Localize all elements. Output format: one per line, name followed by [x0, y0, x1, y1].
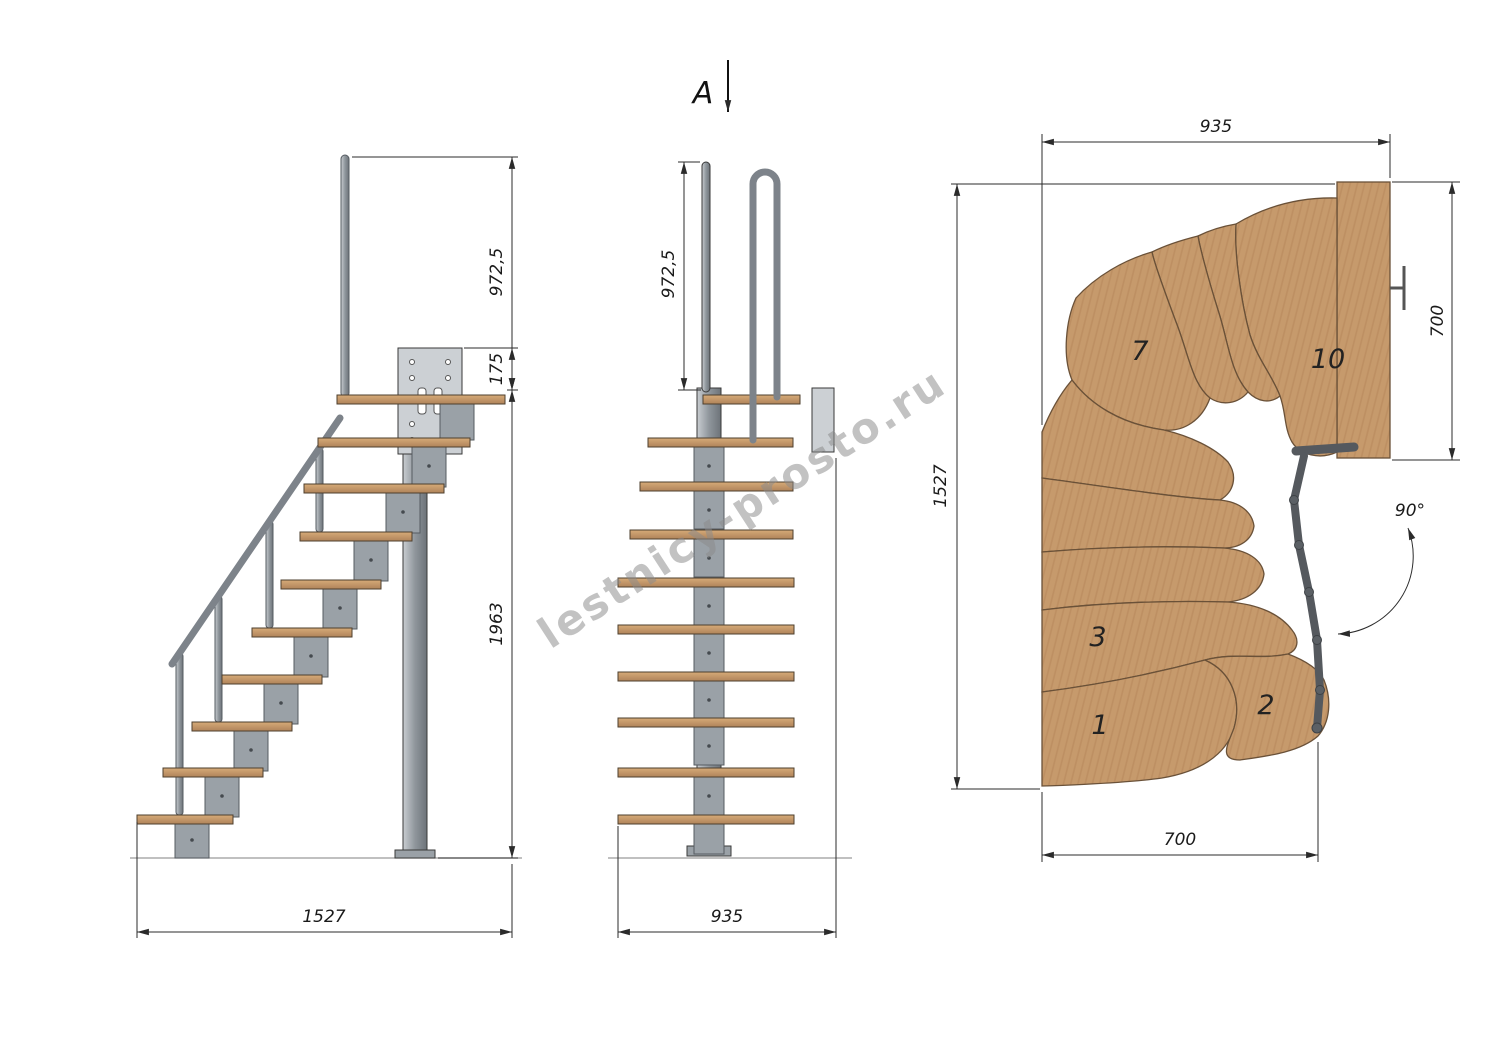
platform-tread: [336, 394, 506, 405]
dim-front-top-height: 972,5: [659, 250, 679, 299]
dim-side-length: 1527: [302, 907, 345, 927]
tread: [629, 529, 794, 540]
column-base: [394, 849, 436, 859]
tread: [617, 624, 795, 635]
tread: [162, 767, 264, 778]
tread: [647, 437, 794, 448]
front-elevation-view: 972,5 935 A: [608, 60, 852, 938]
mounting-plate-edge: [811, 387, 835, 453]
module-bolts: [190, 464, 431, 842]
plan-tread-10: [1235, 197, 1338, 457]
tread: [617, 767, 795, 778]
dim-plan-angle: 90°: [1395, 501, 1425, 521]
section-label: A: [691, 76, 714, 111]
plan-step-number-10: 10: [1311, 344, 1345, 375]
plan-handrail: [1289, 442, 1359, 734]
dim-side-column-height: 1963: [487, 602, 507, 645]
stringer-modules: [693, 446, 725, 855]
stringer-modules: [174, 403, 475, 859]
handrail-post: [701, 161, 711, 393]
dim-side-top-height: 972,5: [487, 248, 507, 297]
tread: [251, 627, 353, 638]
tread: [617, 717, 795, 728]
tread: [617, 577, 795, 588]
plan-tread-6: [1041, 378, 1235, 501]
plan-step-number-1: 1: [1091, 710, 1108, 741]
module-bolts: [707, 464, 711, 798]
handrail-loop: [749, 168, 781, 444]
dim-plan-depth: 1527: [931, 464, 951, 507]
top-handrail-post: [340, 154, 350, 398]
tread: [317, 437, 471, 448]
front-dimensions: 972,5 935: [617, 161, 837, 938]
landing: [1336, 181, 1391, 459]
tread: [136, 814, 234, 825]
section-marker: A: [691, 60, 732, 112]
plan-tread-2: [1203, 653, 1330, 761]
dim-plan-bottom: 700: [1164, 830, 1196, 850]
side-elevation-view: 972,5 175 1963 1527: [130, 154, 522, 938]
plan-view: 1 2 3 7 10 935 1527: [931, 117, 1460, 862]
plan-step-number-3: 3: [1089, 622, 1106, 653]
plan-dimensions: 935 1527 700 700 90°: [931, 117, 1460, 862]
handrail: [168, 414, 344, 668]
treads: [136, 394, 506, 825]
side-dimensions: 972,5 175 1963 1527: [136, 156, 518, 938]
wall-bracket: [1390, 266, 1406, 310]
plan-step-number-7: 7: [1131, 336, 1148, 367]
plan-tread-4: [1041, 546, 1265, 611]
dim-side-plate: 175: [487, 353, 507, 385]
tread: [191, 721, 293, 732]
tread: [280, 579, 382, 590]
dim-plan-landing: 700: [1428, 305, 1448, 337]
dim-plan-width: 935: [1200, 117, 1232, 137]
dim-front-width: 935: [711, 907, 743, 927]
angle-arc: [1337, 527, 1416, 637]
tread: [221, 674, 323, 685]
treads: [617, 394, 801, 825]
tread: [303, 483, 445, 494]
tread: [617, 671, 795, 682]
tread: [639, 481, 794, 492]
tread: [299, 531, 413, 542]
plan-step-number-2: 2: [1257, 690, 1274, 721]
tread: [617, 814, 795, 825]
